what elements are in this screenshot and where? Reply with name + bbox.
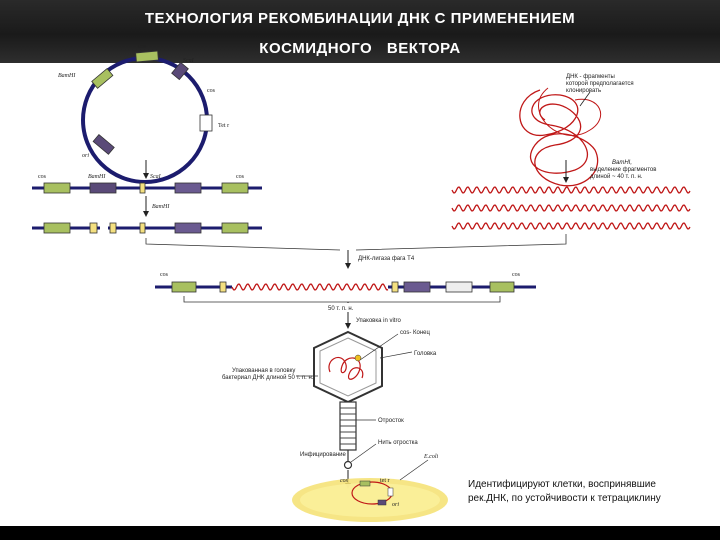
label-ori: ori bbox=[82, 153, 89, 159]
cell-label-ori: ori bbox=[392, 502, 399, 508]
cell-label-tet: tet r bbox=[380, 478, 390, 484]
linear-cos-right-box bbox=[221, 182, 249, 194]
ori-box bbox=[92, 133, 115, 155]
infection-label: Инфицирование bbox=[300, 452, 346, 458]
head-label: Головка bbox=[414, 351, 437, 357]
phage-particle: cos- Конец Головка Отросток Нить отростк… bbox=[222, 330, 437, 470]
ligation-step: ДНК-лигаза фага Т4 bbox=[145, 234, 567, 269]
fragment-end-left bbox=[89, 222, 98, 234]
phage-head bbox=[313, 330, 383, 404]
linear-label-cos-left: cos bbox=[38, 174, 47, 180]
length-bracket bbox=[183, 296, 501, 303]
recomb-end-left bbox=[219, 281, 227, 293]
tail-fiber-label: Нить отростка bbox=[378, 440, 418, 446]
cell-ori-box bbox=[377, 499, 387, 506]
cos-box bbox=[135, 50, 159, 63]
foreign-dna: ДНК - фрагменты которой предполагается к… bbox=[451, 74, 691, 230]
tail-label: Отросток bbox=[378, 418, 404, 424]
recombinant-concatemer: cos cos 50 т. п. н. Упаковка in vitro bbox=[155, 272, 536, 329]
label-scal: ScaI bbox=[183, 58, 195, 64]
cell-cos-box bbox=[359, 480, 371, 487]
fragment-mid bbox=[174, 222, 202, 234]
linear-label-scal: ScaI bbox=[150, 174, 162, 180]
ligase-label: ДНК-лигаза фага Т4 bbox=[358, 256, 415, 262]
packaged-dna bbox=[328, 357, 364, 380]
tail-fiber-tip bbox=[343, 460, 353, 470]
fragment-wave-2 bbox=[451, 204, 691, 212]
pointer-ecoli bbox=[399, 459, 429, 481]
pointer-tail-fiber bbox=[350, 443, 377, 463]
foreign-dna-label: ДНК - фрагменты которой предполагается к… bbox=[566, 74, 635, 94]
label-cos-right: cos bbox=[207, 88, 216, 94]
linear-scal-site bbox=[139, 182, 146, 194]
cos-end-label: cos- Конец bbox=[400, 330, 430, 336]
fragment-wave-1 bbox=[451, 186, 691, 194]
length-label: 50 т. п. н. bbox=[328, 306, 354, 312]
linear-mid-box bbox=[174, 182, 202, 194]
recomb-cos-right bbox=[489, 281, 515, 293]
recomb-end-right bbox=[391, 281, 399, 293]
tangled-dna bbox=[519, 89, 599, 187]
label-tet: Tet r bbox=[218, 123, 229, 129]
circular-cosmid: cos ScaI BamHI cos Tet r ori bbox=[58, 44, 229, 184]
cell-label-cos: cos bbox=[340, 478, 349, 484]
fragment-cos-left bbox=[43, 222, 71, 234]
linear-label-cos-right: cos bbox=[236, 174, 245, 180]
linear-cos-left-box bbox=[43, 182, 71, 194]
foreign-dna-pointer bbox=[579, 91, 591, 107]
in-vitro-label: Упаковка in vitro bbox=[356, 318, 401, 324]
fragment-end-right bbox=[109, 222, 117, 234]
recomb-label-cos-left: cos bbox=[160, 272, 169, 278]
cos-end-marker bbox=[354, 354, 362, 362]
linear-cosmid: cos BamHI ScaI cos BamHI bbox=[32, 174, 262, 217]
fragment-cos-right bbox=[221, 222, 249, 234]
cell-tet-box bbox=[387, 487, 394, 497]
slide-title-line-2: КОСМИДНОГО ВЕКТОРА bbox=[259, 40, 461, 57]
fragment-scal bbox=[139, 222, 146, 234]
footer-bar bbox=[0, 526, 720, 540]
ecoli-label: E.coli bbox=[423, 454, 438, 460]
title-bar: ТЕХНОЛОГИЯ РЕКОМБИНАЦИИ ДНК С ПРИМЕНЕНИЕ… bbox=[0, 0, 720, 63]
tail-rings bbox=[340, 407, 356, 445]
length-label-bg bbox=[322, 303, 374, 312]
bracket-right bbox=[355, 234, 567, 251]
infection-step: Инфицирование cos tet r ori E.coli bbox=[292, 452, 448, 522]
linear-label-bamhi: BamHI bbox=[88, 174, 106, 180]
bracket-left bbox=[145, 238, 341, 251]
tet-box bbox=[199, 114, 213, 132]
recomb-cos-left bbox=[171, 281, 197, 293]
recomb-mid bbox=[403, 281, 431, 293]
phage-head-inner bbox=[319, 337, 377, 397]
label-cos: cos bbox=[138, 44, 147, 50]
cut-fragments bbox=[32, 222, 262, 234]
linear-bamhi-box bbox=[89, 182, 117, 194]
pointer-head bbox=[379, 351, 413, 359]
recomb-tet bbox=[445, 281, 473, 293]
bamhi-box bbox=[91, 67, 114, 89]
scal-box bbox=[171, 61, 189, 81]
slide-title-line-1: ТЕХНОЛОГИЯ РЕКОМБИНАЦИИ ДНК С ПРИМЕНЕНИЕ… bbox=[144, 10, 576, 27]
recomb-insert-wave bbox=[231, 283, 389, 291]
foreign-bamhi-label: BamHI, выделение фрагментов длиной ~ 40 … bbox=[590, 160, 658, 180]
tangled-dna-2 bbox=[538, 87, 602, 136]
identification-note: Идентифицируют клетки, воспринявшие рек.… bbox=[468, 479, 661, 504]
ecoli-cell-inner bbox=[300, 483, 440, 517]
recomb-label-cos-right: cos bbox=[512, 272, 521, 278]
label-bamhi: BamHI bbox=[58, 73, 76, 79]
fragment-wave-3 bbox=[451, 222, 691, 230]
linear2-label-bamhi: BamHI bbox=[152, 204, 170, 210]
pointer-cos-end bbox=[359, 333, 399, 361]
packaged-label: Упакованная в головку бактериал ДНК длин… bbox=[222, 368, 314, 381]
